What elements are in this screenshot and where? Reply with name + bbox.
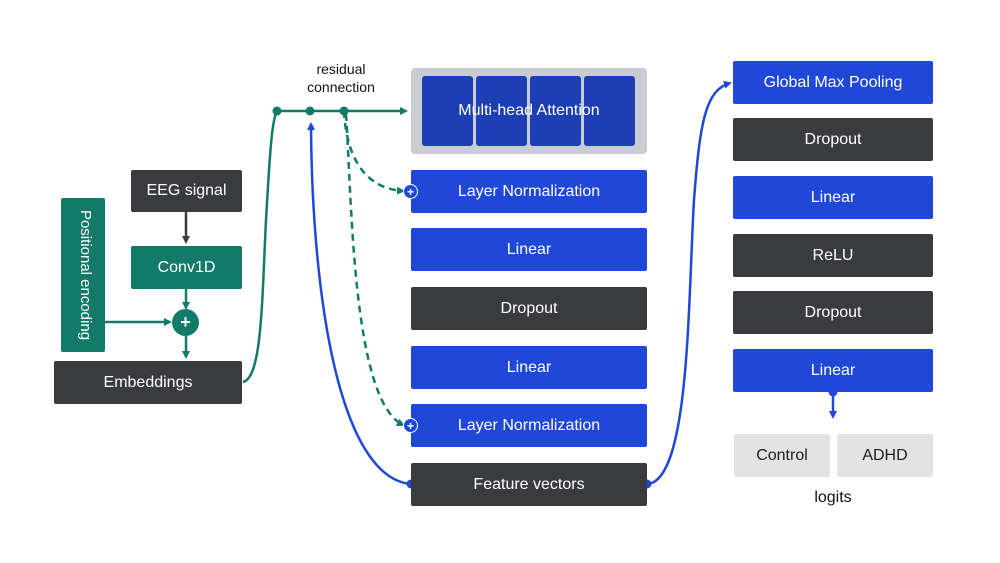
linear-2-box: Linear <box>411 346 647 389</box>
conv1d-box: Conv1D <box>131 246 242 289</box>
attention-head-3 <box>530 76 581 146</box>
attention-head-4 <box>584 76 635 146</box>
attention-title: Multi-head Attention <box>411 68 647 154</box>
head-linear-1-label: Linear <box>810 188 856 206</box>
dropout-box: Dropout <box>411 287 647 330</box>
logits-label: logits <box>814 489 852 506</box>
attention-head-2 <box>476 76 527 146</box>
conv1d-label: Conv1D <box>157 258 216 276</box>
residual-connection-label: residual connection <box>307 61 375 95</box>
layer-norm-2-label: Layer Normalization <box>457 416 601 434</box>
layer-norm-2-box: Layer Normalization <box>411 404 647 447</box>
feature-to-head-path <box>646 80 732 486</box>
add-node-2-symbol: + <box>406 418 414 433</box>
add-node: + <box>172 309 199 336</box>
relu-box: ReLU <box>733 234 933 277</box>
head-linear-2-box: Linear <box>733 349 933 392</box>
add-node-1: + <box>403 184 418 199</box>
add-node-1-symbol: + <box>406 184 414 199</box>
layer-norm-1-box: Layer Normalization <box>411 170 647 213</box>
adhd-logit-box: ADHD <box>837 434 933 477</box>
head-dropout-2-label: Dropout <box>804 303 862 321</box>
add-node-2: + <box>403 418 418 433</box>
residual-dash-2 <box>344 113 405 427</box>
attention-head-1 <box>422 76 473 146</box>
head-dropout-2-box: Dropout <box>733 291 933 334</box>
relu-label: ReLU <box>812 246 854 264</box>
layer-norm-1-label: Layer Normalization <box>457 182 601 200</box>
linear-1-box: Linear <box>411 228 647 271</box>
global-max-pooling-label: Global Max Pooling <box>763 73 903 91</box>
positional-encoding-box: Positional encoding <box>61 198 105 352</box>
head-dropout-1-box: Dropout <box>733 118 933 161</box>
feature-vectors-label: Feature vectors <box>473 475 585 493</box>
eeg-signal-box: EEG signal <box>131 170 242 212</box>
dropout-label: Dropout <box>500 299 558 317</box>
head-linear-1-box: Linear <box>733 176 933 219</box>
attention-label: Multi-head Attention <box>458 102 600 119</box>
linear-1-label: Linear <box>506 240 552 258</box>
residual-dash-1 <box>342 110 405 195</box>
head-dropout-1-label: Dropout <box>804 130 862 148</box>
embed-to-encoder-path <box>242 110 279 384</box>
control-logit-box: Control <box>734 434 830 477</box>
feature-vectors-box: Feature vectors <box>411 463 647 506</box>
head-linear-2-label: Linear <box>810 361 856 379</box>
linear-2-label: Linear <box>506 358 552 376</box>
embeddings-box: Embeddings <box>54 361 242 404</box>
add-node-symbol: + <box>180 312 191 332</box>
attention-block: Multi-head Attention <box>411 68 647 154</box>
positional-encoding-label: Positional encoding <box>77 209 94 341</box>
embeddings-label: Embeddings <box>103 373 193 391</box>
global-max-pooling-box: Global Max Pooling <box>733 61 933 104</box>
feature-loop-path <box>307 122 412 486</box>
adhd-logit-label: ADHD <box>862 446 908 464</box>
control-logit-label: Control <box>756 446 808 464</box>
eeg-signal-label: EEG signal <box>146 182 227 199</box>
